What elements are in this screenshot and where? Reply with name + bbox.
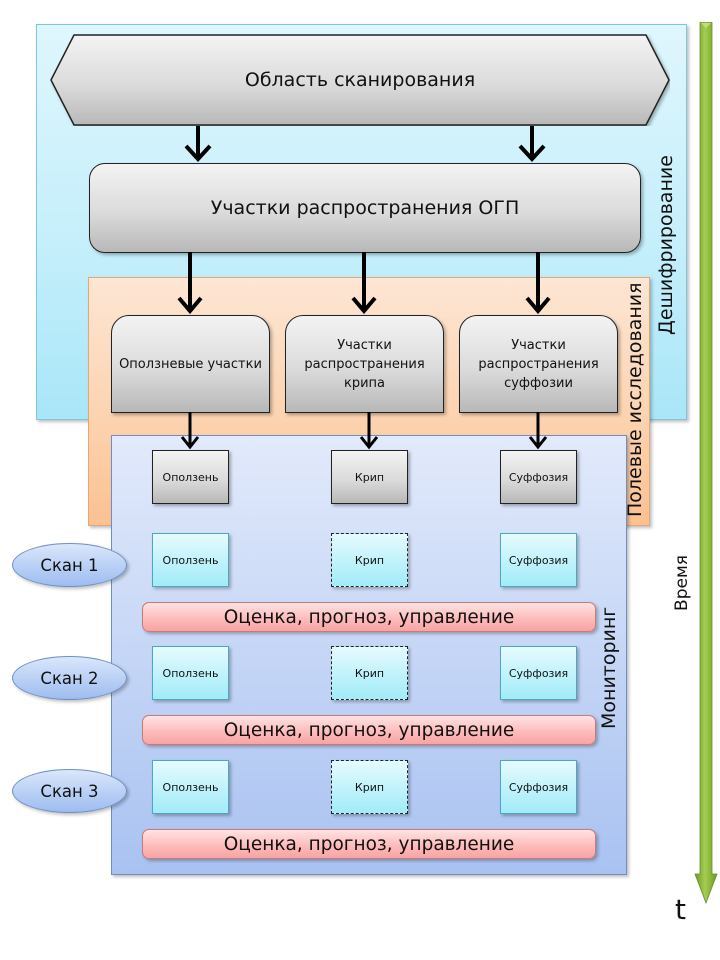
scan-2-assessment-bar: Оценка, прогноз, управление bbox=[142, 715, 596, 745]
scan-3-ellipse: Скан 3 bbox=[12, 769, 127, 813]
scan-area-node: Область сканирования bbox=[50, 34, 670, 126]
scan-3-landslide: Оползень bbox=[152, 760, 229, 814]
creep-sites-node: Участки распространения крипа bbox=[285, 315, 444, 413]
landslide-sites-node: Оползневые участки bbox=[111, 315, 270, 413]
scan-1-ellipse: Скан 1 bbox=[12, 543, 127, 587]
scan-2-suffosion: Суффозия bbox=[500, 646, 577, 700]
time-axis-label: Время bbox=[672, 555, 692, 611]
process-suffosion-node: Суффозия bbox=[500, 450, 577, 504]
scan-3-suffosion: Суффозия bbox=[500, 760, 577, 814]
scan-area-hexagon bbox=[50, 34, 670, 126]
suffosion-sites-node: Участки распространения суффозии bbox=[459, 315, 618, 413]
scan-1-suffosion: Суффозия bbox=[500, 533, 577, 587]
scan-2-landslide: Оползень bbox=[152, 646, 229, 700]
scan-area-label: Область сканирования bbox=[244, 69, 476, 91]
field-phase-label: Полевые исследования bbox=[624, 282, 646, 518]
scan-3-creep: Крип bbox=[331, 760, 408, 814]
scan-3-assessment-bar: Оценка, прогноз, управление bbox=[142, 829, 596, 859]
scan-1-assessment-bar: Оценка, прогноз, управление bbox=[142, 602, 596, 632]
decoding-phase-label: Дешифрирование bbox=[655, 155, 677, 335]
ogp-sites-node: Участки распространения ОГП bbox=[89, 163, 641, 253]
scan-2-ellipse: Скан 2 bbox=[12, 656, 127, 700]
monitoring-phase-label: Мониторинг bbox=[598, 606, 620, 729]
process-landslide-node: Оползень bbox=[152, 450, 229, 504]
time-symbol-label: t bbox=[675, 893, 686, 926]
scan-1-creep: Крип bbox=[331, 533, 408, 587]
scan-2-creep: Крип bbox=[331, 646, 408, 700]
scan-1-landslide: Оползень bbox=[152, 533, 229, 587]
time-arrow-icon bbox=[694, 22, 718, 904]
process-creep-node: Крип bbox=[331, 450, 408, 504]
